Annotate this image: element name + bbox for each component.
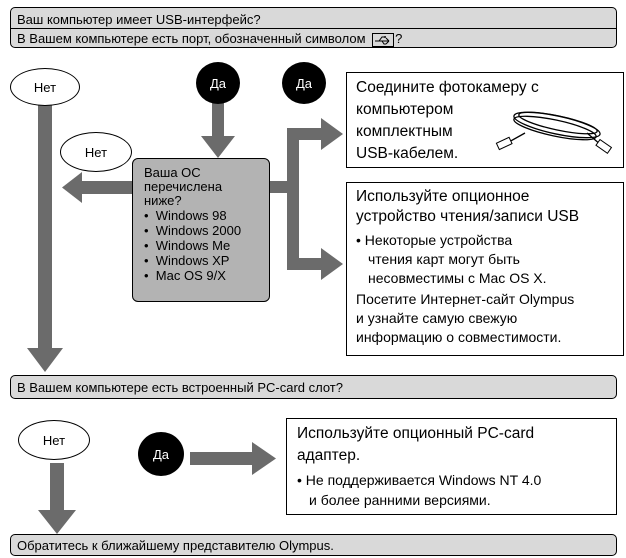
usb-cable-icon — [495, 111, 613, 154]
usb-cable-box: Соедините фотокамеру с компьютером компл… — [346, 72, 624, 168]
question-usb-line2-end: ? — [395, 31, 403, 46]
os-item: • Windows 98 — [144, 208, 227, 223]
usb-cable-line-1: Соедините фотокамеру с — [356, 79, 539, 96]
usb-trident-icon — [372, 33, 395, 47]
usb-cable-line-4: USB-кабелем. — [356, 145, 459, 162]
os-compat-box: Ваша ОС перечислена ниже? • Windows 98 •… — [132, 158, 270, 302]
usb-cable-line-2: компьютером — [356, 101, 454, 118]
card-reader-body-2: и узнайте самую свежую — [356, 310, 518, 326]
usb-cable-line-3: комплектным — [356, 123, 453, 140]
card-reader-body-3: информацию о совместимости. — [356, 329, 562, 345]
card-reader-title-2: устройство чтения/записи USB — [356, 208, 580, 225]
arrow-yes-to-os — [212, 98, 224, 138]
card-reader-title-1: Используйте опционное — [356, 188, 530, 205]
question-usb-banner: Ваш компьютер имеет USB-интерфейс? В Ваш… — [10, 7, 617, 48]
card-reader-box: Используйте опционное устройство чтения/… — [346, 182, 624, 356]
final-contact-banner: Обратитесь к ближайшему представителю Ol… — [10, 534, 617, 556]
pc-card-note-2: и более ранними версиями. — [309, 492, 491, 508]
os-box-title-1: Ваша ОС — [144, 165, 201, 180]
arrow-os-no — [80, 181, 132, 194]
arrow-os-yes-stem — [287, 128, 299, 270]
os-item: • Windows XP — [144, 253, 230, 268]
os-item: • Windows 2000 — [144, 223, 242, 238]
question-usb-line1: Ваш компьютер имеет USB-интерфейс? — [17, 12, 261, 27]
label-yes-usb: Да — [196, 62, 240, 104]
label-no-pccard: Нет — [18, 420, 90, 460]
card-reader-note-1: • Некоторые устройства — [356, 232, 513, 248]
label-no-os: Нет — [60, 132, 132, 172]
arrow-yes-pccard — [190, 452, 254, 465]
arrow-no-usb-to-pccard — [38, 104, 52, 350]
label-no-usb: Нет — [10, 68, 80, 106]
question-usb-line2: В Вашем компьютере есть порт, обозначенн… — [17, 30, 402, 47]
card-reader-note-2: чтения карт могут быть — [368, 251, 520, 267]
os-item: • Windows Me — [144, 238, 231, 253]
pc-card-note-1: • Не поддерживается Windows NT 4.0 — [297, 472, 542, 488]
os-item: • Mac OS 9/X — [144, 268, 226, 283]
card-reader-body-1: Посетите Интернет-сайт Olympus — [356, 291, 575, 307]
os-box-title-3: ниже? — [144, 193, 182, 208]
arrow-no-pccard — [50, 463, 64, 513]
final-contact-text: Обратитесь к ближайшему представителю Ol… — [17, 538, 334, 553]
label-yes-pccard: Да — [138, 432, 184, 476]
os-box-title-2: перечислена — [144, 179, 223, 194]
pc-card-title-2: адаптер. — [297, 447, 361, 464]
question-pccard-banner: В Вашем компьютере есть встроенный PC-ca… — [10, 375, 617, 399]
question-pccard-text: В Вашем компьютере есть встроенный PC-ca… — [17, 380, 343, 395]
question-usb-line2-text: В Вашем компьютере есть порт, обозначенн… — [17, 31, 366, 46]
pc-card-box: Используйте опционный PC-card адаптер. •… — [286, 418, 617, 515]
pc-card-title-1: Используйте опционный PC-card — [297, 425, 535, 442]
card-reader-note-3: несовместимы с Mac OS X. — [368, 270, 547, 286]
label-yes-os: Да — [282, 62, 326, 104]
